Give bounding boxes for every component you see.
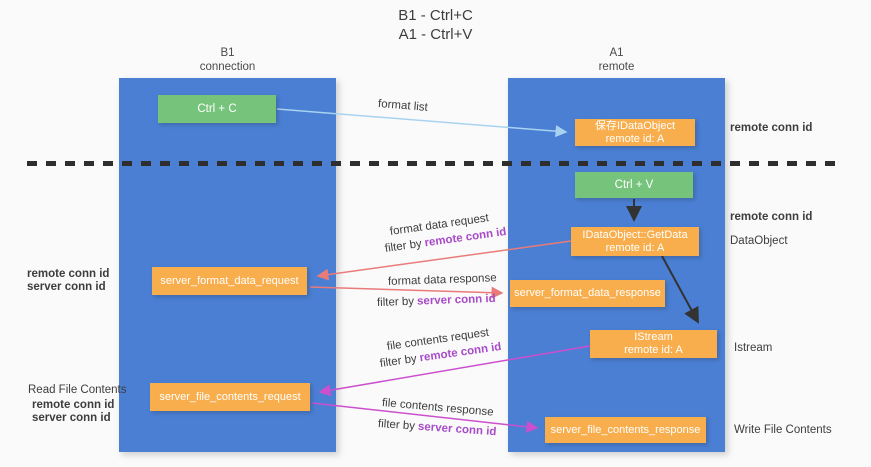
annotation-dataobject: DataObject xyxy=(730,235,788,247)
node-server-file-contents-request: server_file_contents_request xyxy=(150,383,310,411)
lane-header-a1: A1 remote xyxy=(508,46,725,74)
filter-by-text: filter by xyxy=(376,295,415,309)
title-line-1: B1 - Ctrl+C xyxy=(398,7,473,24)
node-ctrl-v-label: Ctrl + V xyxy=(614,179,654,191)
annotation-write-file-contents: Write File Contents xyxy=(734,424,832,436)
edge-label-format-data-response: format data response xyxy=(387,272,497,288)
node-save-idataobject-line2: remote id: A xyxy=(605,132,665,145)
annotation-remote-conn-id-left-1: remote conn id xyxy=(27,268,110,280)
node-istream-line1: IStream xyxy=(634,331,673,343)
annotation-server-conn-id-left-2: server conn id xyxy=(32,412,111,424)
node-ctrl-v: Ctrl + V xyxy=(575,172,693,198)
lane-a1-name: A1 xyxy=(609,47,624,59)
filter-by-text: filter by xyxy=(379,352,418,370)
annotation-remote-conn-id-left-2: remote conn id xyxy=(32,399,115,411)
edge-label-format-list: format list xyxy=(377,98,429,114)
annotation-server-conn-id-left-1: server conn id xyxy=(27,281,106,293)
node-getdata-line2: remote id: A xyxy=(605,241,665,254)
node-idataobject-getdata: IDataObject::GetData remote id: A xyxy=(571,227,699,256)
annotation-istream: Istream xyxy=(734,342,773,354)
node-ctrl-c-label: Ctrl + C xyxy=(197,103,237,115)
node-server-file-contents-request-label: server_file_contents_request xyxy=(159,390,301,403)
diagram-title: B1 - Ctrl+C A1 - Ctrl+V xyxy=(0,6,871,44)
node-istream: IStream remote id: A xyxy=(590,330,717,358)
filter-by-text: filter by xyxy=(384,237,423,255)
node-ctrl-c: Ctrl + C xyxy=(158,95,276,123)
node-save-idataobject-line1: 保存IDataObject xyxy=(594,119,676,132)
node-getdata-line1: IDataObject::GetData xyxy=(582,228,688,241)
server-conn-id-text: server conn id xyxy=(417,420,497,439)
node-server-file-contents-response-label: server_file_contents_response xyxy=(550,423,701,436)
node-server-format-data-request: server_format_data_request xyxy=(152,267,307,295)
lane-header-b1: B1 connection xyxy=(119,46,336,74)
node-server-format-data-response: server_format_data_response xyxy=(510,280,665,307)
edge-label-file-contents-response: file contents response xyxy=(381,397,494,419)
node-server-format-data-response-label: server_format_data_response xyxy=(514,287,661,299)
annotation-remote-conn-id-top: remote conn id xyxy=(730,122,813,134)
lane-a1-role: remote xyxy=(598,61,635,73)
lane-b1-role: connection xyxy=(199,61,256,73)
title-line-2: A1 - Ctrl+V xyxy=(398,26,473,43)
node-istream-line2: remote id: A xyxy=(624,344,683,356)
annotation-read-file-contents: Read File Contents xyxy=(28,384,127,396)
arrow-format-data-response xyxy=(309,286,504,299)
node-save-idataobject: 保存IDataObject remote id: A xyxy=(575,119,695,146)
node-server-file-contents-response: server_file_contents_response xyxy=(545,417,706,443)
lane-b1-name: B1 xyxy=(220,47,235,59)
annotation-remote-conn-id-mid: remote conn id xyxy=(730,211,813,223)
server-conn-id-text: server conn id xyxy=(416,292,496,308)
filter-by-text: filter by xyxy=(377,418,416,433)
node-server-format-data-request-label: server_format_data_request xyxy=(160,274,299,287)
clipboard-boundary-dashed-line xyxy=(27,161,839,166)
